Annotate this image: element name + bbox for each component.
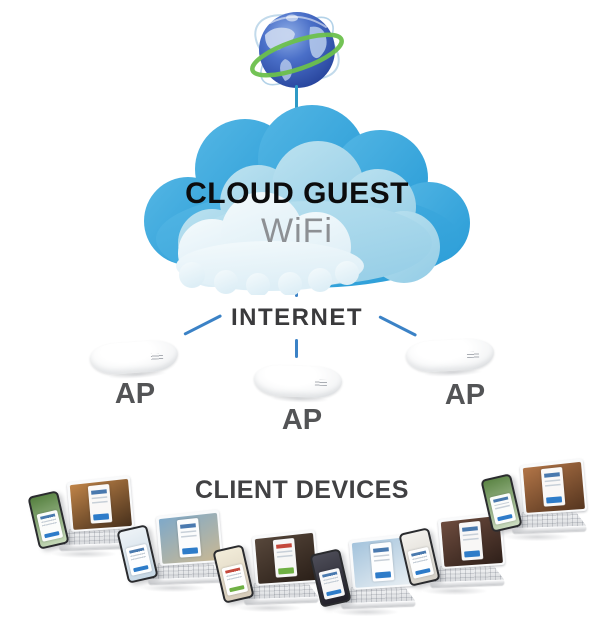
ap-brand-mark bbox=[466, 351, 480, 359]
captive-portal-card bbox=[88, 484, 113, 524]
laptop-device bbox=[148, 509, 224, 589]
captive-portal-card bbox=[221, 563, 248, 596]
laptop-device bbox=[244, 529, 320, 609]
ap-brand-mark bbox=[150, 352, 164, 360]
connector-internet-ap-middle bbox=[295, 339, 298, 358]
device-shadow bbox=[126, 582, 220, 594]
cloud-subtitle-wifi: WiFi bbox=[261, 212, 333, 250]
globe-icon bbox=[250, 12, 344, 88]
captive-portal-card bbox=[177, 518, 202, 558]
device-shadow bbox=[319, 606, 413, 618]
captive-portal-card bbox=[370, 542, 395, 582]
captive-portal-card bbox=[489, 492, 516, 525]
ap-brand-mark bbox=[314, 379, 328, 387]
client-device-group bbox=[116, 509, 224, 594]
ap-label-left: AP bbox=[114, 378, 156, 410]
captive-portal-card bbox=[407, 546, 434, 579]
client-device-group bbox=[398, 512, 506, 597]
cloud-shape bbox=[144, 105, 470, 295]
client-device-group bbox=[27, 475, 135, 560]
ap-label-middle: AP bbox=[281, 404, 323, 436]
device-shadow bbox=[37, 548, 131, 560]
captive-portal-card bbox=[273, 538, 298, 578]
captive-portal-card bbox=[318, 567, 345, 600]
device-shadow bbox=[490, 531, 584, 543]
client-devices-label: CLIENT DEVICES bbox=[195, 476, 409, 504]
captive-portal-card bbox=[541, 467, 566, 507]
client-device-group bbox=[480, 458, 588, 543]
laptop-device bbox=[512, 458, 588, 538]
laptop-screen bbox=[519, 458, 588, 516]
captive-portal-card bbox=[459, 521, 484, 561]
ap-body bbox=[253, 364, 343, 399]
captive-portal-card bbox=[125, 543, 152, 576]
captive-portal-card bbox=[36, 509, 63, 542]
cloud-title: CLOUD GUEST bbox=[185, 177, 409, 210]
connector-globe-cloud bbox=[295, 85, 298, 112]
client-device-group bbox=[212, 529, 320, 614]
device-shadow bbox=[222, 602, 316, 614]
access-point-device-right bbox=[405, 337, 496, 381]
internet-label: INTERNET bbox=[231, 304, 363, 331]
ap-label-right: AP bbox=[444, 379, 486, 411]
access-point-device-left bbox=[89, 338, 180, 383]
client-device-group bbox=[309, 533, 417, 618]
access-point-device-middle bbox=[253, 364, 343, 406]
device-shadow bbox=[408, 585, 502, 597]
